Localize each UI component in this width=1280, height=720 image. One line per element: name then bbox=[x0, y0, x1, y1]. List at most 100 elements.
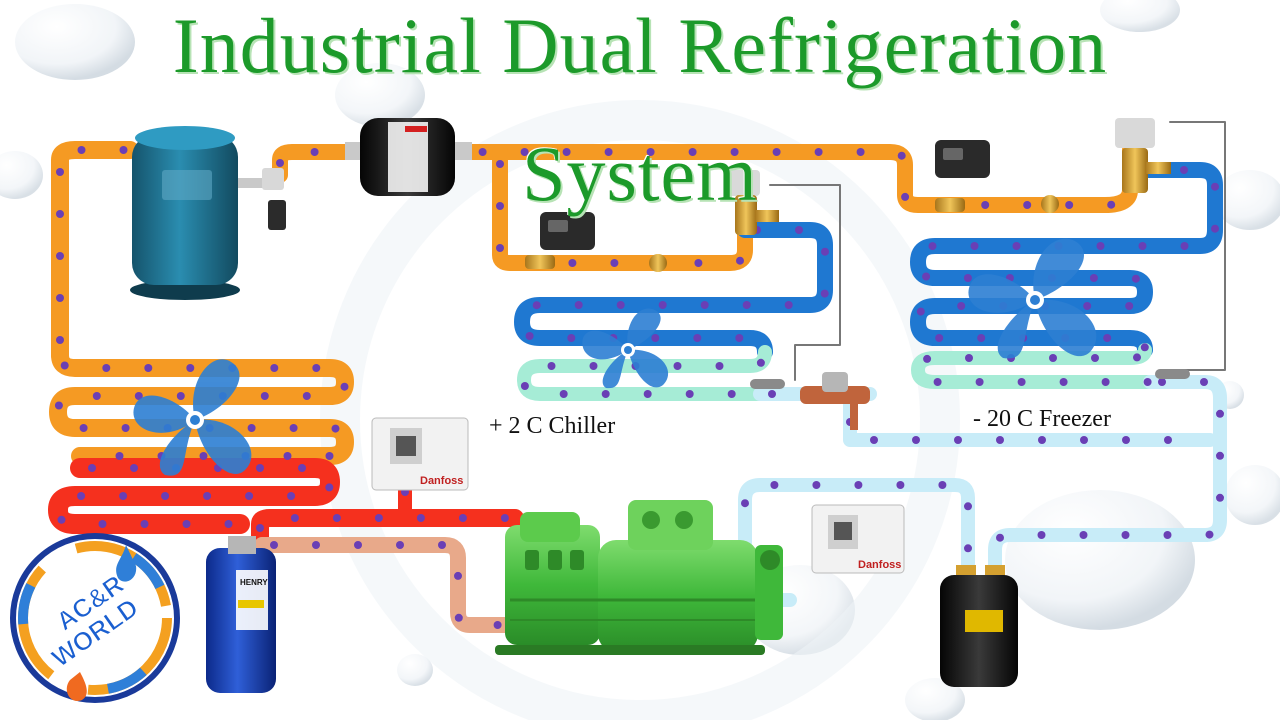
flow-dot bbox=[700, 301, 709, 309]
flow-dot bbox=[1140, 343, 1149, 352]
flow-dot bbox=[325, 483, 334, 492]
flow-dot bbox=[374, 514, 383, 522]
logo-emblem-icon: AC&R WORLD bbox=[10, 533, 180, 703]
flow-dot bbox=[520, 382, 529, 390]
flow-dot bbox=[547, 362, 556, 370]
flow-dot bbox=[199, 452, 208, 460]
flow-dot bbox=[814, 148, 823, 156]
expansion-valve-icon bbox=[728, 170, 779, 235]
flow-dot bbox=[115, 452, 124, 460]
flow-dot bbox=[454, 571, 462, 580]
flow-dot bbox=[245, 492, 254, 500]
flow-dot bbox=[870, 436, 878, 444]
flow-dot bbox=[270, 364, 279, 372]
flow-dot bbox=[1138, 242, 1147, 250]
flow-dot bbox=[601, 390, 610, 398]
flow-dot bbox=[784, 301, 793, 309]
liquid-line-top bbox=[272, 142, 1138, 213]
flow-dot bbox=[688, 148, 697, 156]
flow-dot bbox=[965, 354, 973, 362]
pressure-switch-icon: Danfoss bbox=[811, 504, 905, 574]
flow-dot bbox=[496, 160, 504, 168]
flow-dot bbox=[685, 390, 694, 398]
flow-dot bbox=[290, 514, 299, 522]
pressure-switch-brand: Danfoss bbox=[420, 475, 463, 487]
flow-dot bbox=[916, 307, 925, 316]
flow-dot bbox=[736, 256, 744, 265]
flow-dot bbox=[56, 168, 64, 176]
flow-dot bbox=[276, 159, 284, 167]
flow-dot bbox=[938, 481, 947, 489]
flow-dot bbox=[270, 541, 278, 549]
flow-dot bbox=[922, 272, 931, 281]
freezer-fan-icon bbox=[968, 238, 1097, 359]
flow-dot bbox=[140, 520, 149, 528]
flow-dot bbox=[1216, 493, 1224, 502]
flow-dot bbox=[283, 452, 292, 460]
expansion-valve-icon bbox=[1115, 118, 1171, 193]
flow-dot bbox=[438, 541, 446, 549]
flow-dot bbox=[1211, 224, 1219, 233]
flow-dot bbox=[1103, 334, 1112, 342]
flow-dot bbox=[1125, 302, 1134, 310]
flow-dot bbox=[727, 390, 736, 398]
flow-dot bbox=[912, 436, 920, 444]
diagram-title-line2: System bbox=[522, 130, 758, 217]
flow-dot bbox=[646, 148, 655, 156]
flow-dot bbox=[821, 247, 829, 256]
flow-dot bbox=[1216, 409, 1224, 418]
flow-dot bbox=[964, 544, 972, 553]
flow-dot bbox=[673, 362, 682, 370]
flow-dot bbox=[496, 244, 504, 252]
flow-dot bbox=[854, 481, 863, 489]
flow-dot bbox=[795, 226, 803, 234]
flow-dot bbox=[1091, 354, 1099, 362]
sensor-bulb bbox=[1155, 369, 1190, 379]
flow-dot bbox=[312, 541, 320, 549]
flow-dot bbox=[56, 294, 64, 302]
chiller-evaporator-coil bbox=[514, 222, 833, 360]
flow-dot bbox=[186, 364, 195, 372]
flow-dot bbox=[1096, 242, 1105, 250]
flow-dot bbox=[57, 515, 66, 524]
flow-dot bbox=[963, 274, 972, 282]
flow-dot bbox=[493, 621, 502, 629]
flow-dot bbox=[981, 201, 990, 209]
chiller-fan-icon bbox=[582, 308, 669, 389]
freezer-label: - 20 C Freezer bbox=[973, 406, 1111, 432]
flow-dot bbox=[604, 148, 613, 156]
flow-dot bbox=[1065, 201, 1074, 209]
flow-dot bbox=[1163, 531, 1172, 539]
flow-dot bbox=[715, 362, 724, 370]
flow-dot bbox=[287, 492, 296, 500]
filter-drier-icon bbox=[345, 118, 472, 196]
flow-dot bbox=[567, 334, 576, 342]
flow-dot bbox=[933, 378, 942, 386]
suction-return-line bbox=[254, 537, 513, 633]
receiver-tank-icon bbox=[130, 126, 286, 300]
flow-dot bbox=[562, 148, 571, 156]
flow-dot bbox=[1038, 436, 1046, 444]
flow-dot bbox=[1080, 436, 1088, 444]
flow-dot bbox=[742, 301, 751, 309]
flow-dot bbox=[1107, 200, 1116, 209]
flow-dot bbox=[56, 210, 64, 218]
flow-dot bbox=[1089, 274, 1098, 282]
flow-dot bbox=[954, 436, 962, 444]
flow-dot bbox=[247, 424, 256, 432]
flow-dot bbox=[331, 424, 340, 433]
flow-dot bbox=[897, 151, 906, 160]
flow-dot bbox=[658, 301, 667, 309]
flow-dot bbox=[176, 392, 185, 400]
flow-dot bbox=[77, 492, 86, 500]
diagram-title: Industrial Dual Refrigeration bbox=[172, 2, 1108, 89]
control-wire-chiller bbox=[769, 184, 841, 381]
flow-dot bbox=[224, 520, 233, 528]
flow-dot bbox=[354, 541, 362, 549]
flow-dot bbox=[996, 533, 1004, 542]
pressure-switch-brand: Danfoss bbox=[858, 559, 901, 571]
flow-dot bbox=[525, 332, 534, 340]
flow-dot bbox=[694, 259, 703, 267]
flow-dot bbox=[1037, 531, 1046, 539]
flow-dot bbox=[741, 499, 749, 508]
